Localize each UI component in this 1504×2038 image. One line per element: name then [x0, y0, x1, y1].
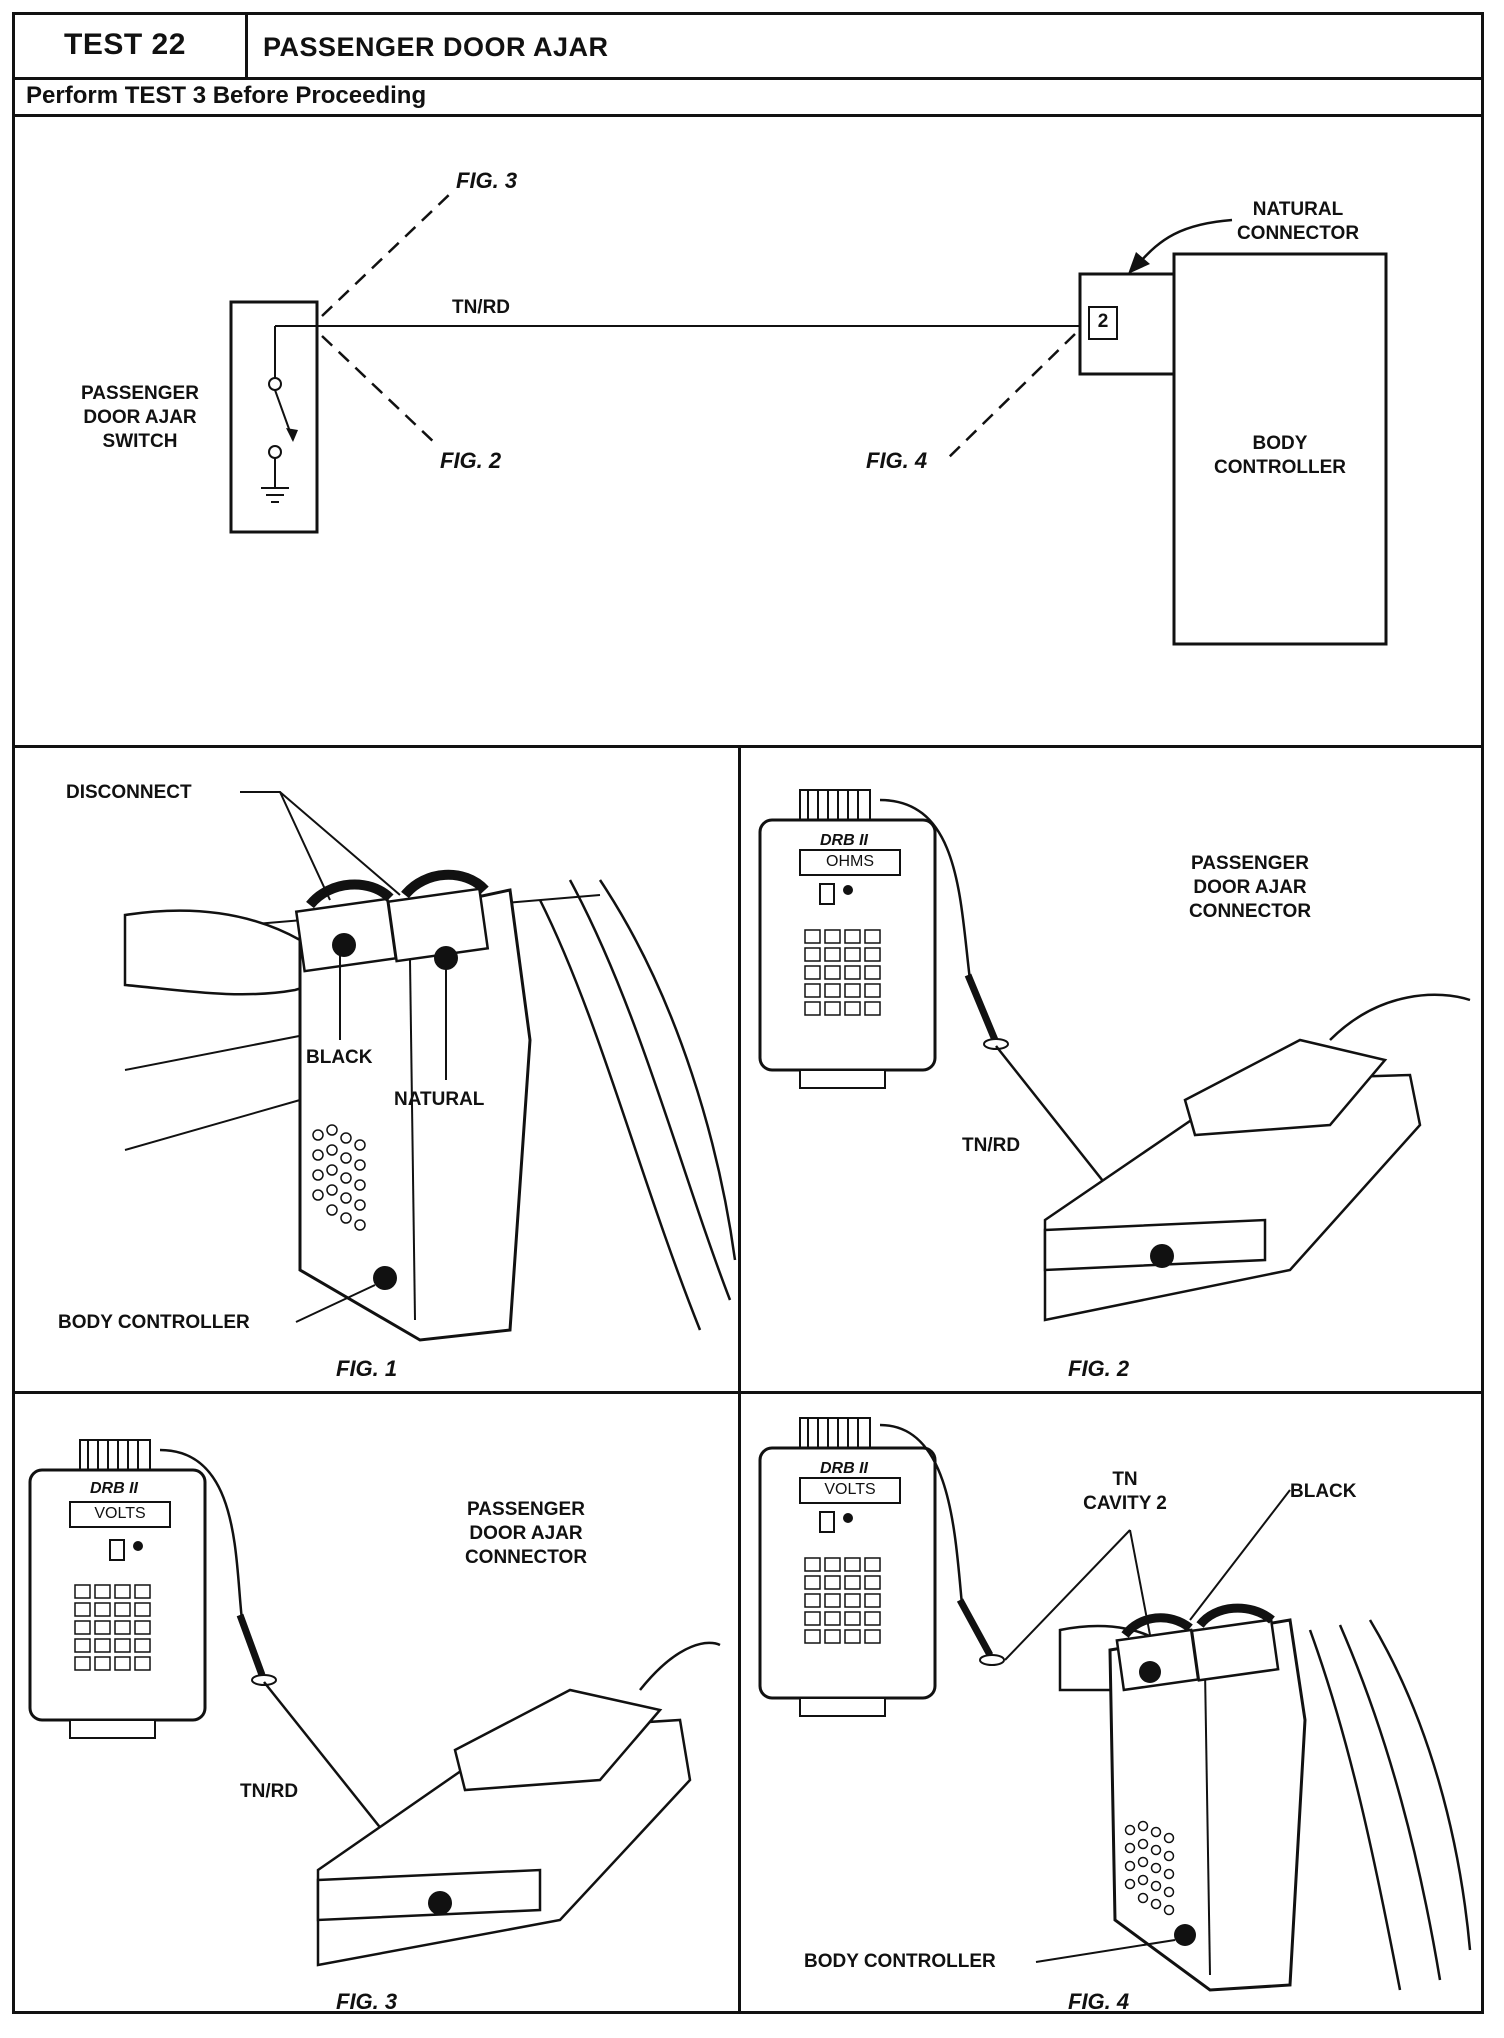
fig1-controller-leader	[295, 1284, 376, 1323]
wire-label: TN/RD	[451, 297, 511, 318]
fig4-body-controller-label: BODY CONTROLLER	[804, 1951, 996, 1972]
fig2-wire-label: TN/RD	[962, 1135, 1021, 1156]
column-divider	[738, 745, 741, 2014]
fig4-controller-leader	[1035, 1939, 1176, 1963]
schematic-fig2-ref: FIG. 2	[440, 448, 502, 473]
fig1-natural-label: NATURAL	[394, 1089, 485, 1110]
fig4-caption: FIG. 4	[1068, 1989, 1130, 2014]
fig4-black-leader	[1189, 1489, 1291, 1621]
fig4-cavity-connector	[1115, 1628, 1200, 1692]
fig2-caption: FIG. 2	[1068, 1356, 1130, 1381]
fig3-connector-lip	[316, 1868, 542, 1922]
test-subtitle: Perform TEST 3 Before Proceeding	[26, 82, 427, 109]
fig4-vent-holes	[1124, 1820, 1175, 1916]
test-title: PASSENGER DOOR AJAR	[263, 32, 609, 62]
fig4-harness-b	[1196, 1603, 1275, 1628]
fig2-connector-label: PASSENGER DOOR AJAR CONNECTOR	[1188, 853, 1312, 922]
fig4-black-connector	[1190, 1618, 1280, 1682]
fig1-black-dot	[332, 933, 356, 957]
body-controller-box	[1172, 252, 1388, 646]
header-cell-divider	[245, 12, 248, 78]
fig3-caption: FIG. 3	[336, 1989, 398, 2014]
fig4-meter	[758, 1417, 937, 1717]
fig1-harness-black	[306, 879, 394, 909]
test-number: TEST 22	[64, 28, 186, 61]
fig3-harness	[639, 1641, 721, 1691]
fig2-connector-lip	[1043, 1218, 1267, 1272]
fig4-controller-seam	[1204, 1669, 1211, 1976]
fig4-controller-dot	[1174, 1924, 1196, 1946]
fig1-disconnect-leaders	[240, 791, 401, 901]
fig2-probe-dot	[1150, 1244, 1174, 1268]
fig4-probe-body	[956, 1598, 994, 1657]
fig1-natural-dot	[434, 946, 458, 970]
schematic-divider	[12, 745, 1484, 748]
fig1-body-controller-label: BODY CONTROLLER	[58, 1312, 250, 1333]
connector-pointer	[1139, 218, 1233, 263]
fig3-connector-cap	[453, 1688, 663, 1792]
subtitle-divider	[12, 114, 1484, 117]
fig4-meter-mode: VOLTS	[824, 1481, 876, 1498]
fig4-leader	[943, 333, 1076, 463]
fig4-cavity-dot	[1139, 1661, 1161, 1683]
fig3-probe-lead	[159, 1448, 244, 1621]
controller-label: BODY CONTROLLER	[1214, 433, 1346, 478]
fig2-meter-mode: OHMS	[826, 853, 874, 870]
connector-pointer-head	[1128, 252, 1150, 274]
fig3-meter-mode: VOLTS	[94, 1505, 146, 1522]
fig1-black-label: BLACK	[306, 1047, 373, 1068]
fig1-controller-dot	[373, 1266, 397, 1290]
fig2-meter	[758, 789, 937, 1089]
fig2-probe-guard	[983, 1038, 1009, 1050]
door-ajar-switch-box	[229, 300, 319, 534]
fig2-leader	[321, 335, 439, 447]
fig4-meter-brand: DRB II	[820, 1460, 868, 1477]
fig4-probe-lead	[879, 1423, 964, 1606]
fig2-harness	[1329, 993, 1471, 1041]
fig4-tn-leader-a	[1004, 1529, 1131, 1661]
fig1-vent-holes	[312, 1124, 366, 1231]
fig4-harness-a	[1121, 1613, 1193, 1638]
fig2-connector-cap	[1183, 1038, 1388, 1137]
switch-arrow	[286, 428, 298, 442]
fig3-probe-guard	[251, 1674, 277, 1686]
cavity-number: 2	[1097, 311, 1109, 332]
switch-label: PASSENGER DOOR AJAR SWITCH	[81, 383, 199, 452]
fig3-leader	[321, 191, 453, 317]
fig1-controller-seam	[409, 959, 416, 1321]
schematic-fig3-ref: FIG. 3	[456, 168, 518, 193]
cavity-2-box	[1088, 306, 1118, 340]
fig3-meter	[28, 1439, 207, 1739]
fig2-probe-lead	[879, 798, 972, 981]
fig3-connector-label: PASSENGER DOOR AJAR CONNECTOR	[464, 1499, 588, 1568]
fig3-wire-label: TN/RD	[240, 1781, 299, 1802]
header-divider	[12, 77, 1484, 80]
fig3-meter-brand: DRB II	[90, 1480, 138, 1497]
page-frame	[12, 12, 1484, 2014]
fig2-meter-brand: DRB II	[820, 832, 868, 849]
fig4-black-label: BLACK	[1290, 1481, 1357, 1502]
fig1-door-frame	[538, 879, 737, 1331]
row-divider	[12, 1391, 1484, 1394]
fig4-tn-cavity-label: TN CAVITY 2	[1083, 1469, 1167, 1514]
fig4-door-frame	[1308, 1619, 1472, 1991]
fig3-probe-body	[236, 1613, 266, 1677]
fig3-probe-dot	[428, 1891, 452, 1915]
fig1-harness-natural	[401, 869, 489, 899]
schematic-fig4-ref: FIG. 4	[866, 448, 928, 473]
connector-label: NATURAL CONNECTOR	[1236, 199, 1360, 244]
fig1-disconnect-label: DISCONNECT	[66, 782, 192, 803]
fig4-probe-guard	[979, 1654, 1005, 1666]
fig2-probe-body	[964, 973, 999, 1042]
fig1-caption: FIG. 1	[336, 1356, 398, 1381]
